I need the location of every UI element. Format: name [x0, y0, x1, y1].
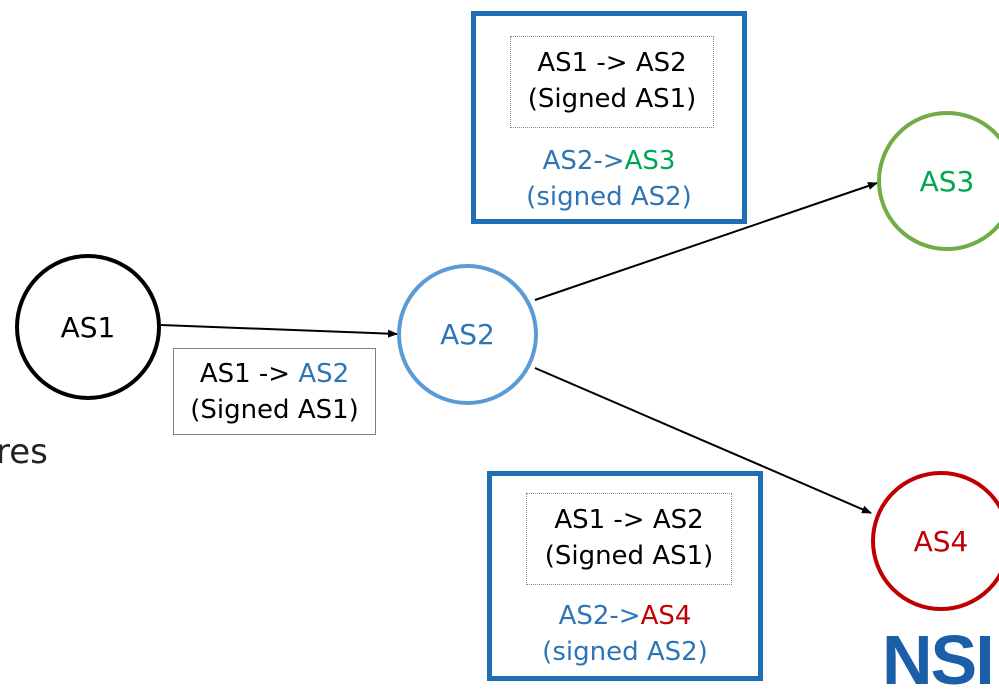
partial-logo: NSI [882, 621, 995, 699]
route-box-as4-line4: (signed AS2) [542, 637, 708, 667]
route-box-as4-inner: AS1 -> AS2 (Signed AS1) [526, 493, 732, 585]
edge-as2-as4 [534, 367, 872, 514]
node-as3-label: AS3 [919, 164, 975, 198]
node-as3: AS3 [877, 111, 999, 251]
route-box-as3: AS1 -> AS2 (Signed AS1) AS2->AS3 (signed… [471, 11, 747, 224]
edge-label-target: AS2 [298, 359, 350, 389]
node-as2: AS2 [397, 264, 538, 405]
edge-label-box: AS1 -> AS2 (Signed AS1) [173, 348, 376, 435]
edges [160, 182, 878, 514]
route-box-as4-line3-prefix: AS2-> [558, 601, 641, 631]
edge-label-signed: (Signed AS1) [190, 395, 359, 425]
partial-left-text: res [0, 432, 48, 472]
edge-as2-as3 [534, 182, 878, 301]
node-as4: AS4 [871, 471, 999, 611]
edge-label-prefix: AS1 -> [199, 359, 299, 389]
route-box-as4-inner-line2: (Signed AS1) [544, 541, 714, 571]
node-as1: AS1 [15, 254, 161, 400]
node-as2-label: AS2 [440, 318, 495, 351]
node-as1-label: AS1 [60, 310, 116, 344]
route-box-as3-line3-target: AS3 [624, 146, 676, 176]
node-as4-label: AS4 [913, 524, 969, 558]
route-box-as3-line4: (signed AS2) [526, 182, 692, 212]
edge-as1-as2 [160, 324, 398, 338]
route-box-as4-line3-target: AS4 [640, 601, 692, 631]
route-box-as4-inner-line1: AS1 -> AS2 [554, 505, 704, 535]
route-box-as3-inner: AS1 -> AS2 (Signed AS1) [510, 36, 714, 128]
route-box-as4: AS1 -> AS2 (Signed AS1) AS2->AS4 (signed… [487, 471, 763, 681]
route-box-as3-line3-prefix: AS2-> [542, 146, 625, 176]
route-box-as3-inner-line1: AS1 -> AS2 [537, 48, 687, 78]
route-box-as3-inner-line2: (Signed AS1) [527, 84, 697, 114]
